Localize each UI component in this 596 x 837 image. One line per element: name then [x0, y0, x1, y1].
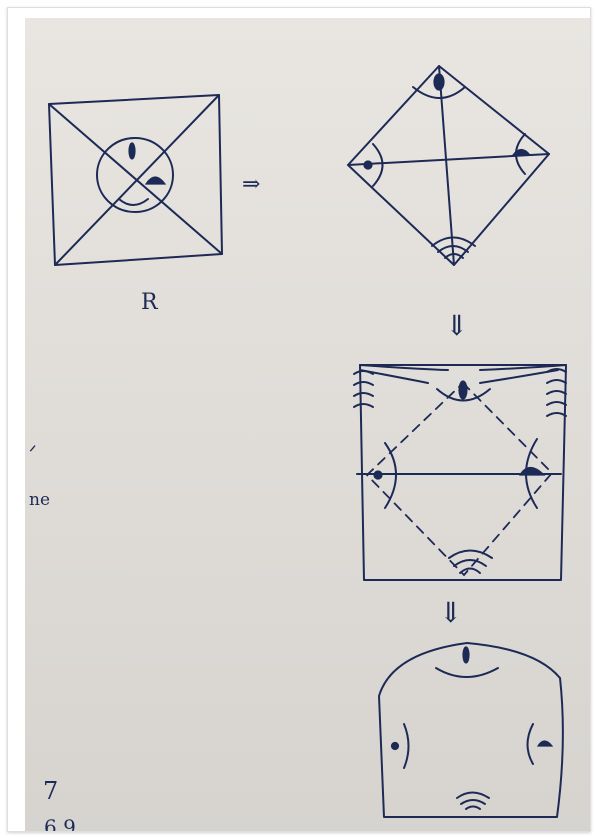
arrow-down-1: ⇓: [445, 309, 468, 342]
diamond-top-mark: [434, 74, 444, 90]
photo: R ⇒ ⇓: [7, 7, 591, 832]
final-bottom-arc-3: [466, 807, 480, 810]
final-left-mark: [392, 743, 399, 750]
diamond-left-mark: [364, 161, 372, 169]
right-mark: [520, 468, 544, 476]
top-mark: [459, 381, 467, 399]
final-right-mark: [538, 741, 552, 746]
transformed-square-sketch: [354, 365, 566, 580]
top-eye-mark: [129, 143, 135, 159]
final-top-mark: [463, 647, 469, 663]
smile-mark: [119, 199, 148, 205]
bottom-arc-3: [460, 569, 480, 574]
arrow-right: ⇒: [242, 172, 260, 197]
initial-square-sketch: [49, 95, 222, 265]
left-scribble: [354, 371, 373, 407]
left-arc: [385, 443, 396, 508]
bottom-arc-2: [454, 560, 486, 566]
label-r: R: [141, 290, 159, 315]
margin-note-4: 6.9: [44, 815, 76, 832]
final-top-arc: [436, 668, 498, 677]
final-bottom-arc-2: [461, 800, 485, 804]
margin-note-1: ᐟ: [29, 442, 37, 463]
final-left-arc: [404, 724, 409, 768]
final-right-arc: [528, 724, 534, 764]
square-diagonal-b: [55, 95, 219, 265]
dashed-diamond: [367, 383, 552, 575]
final-bottom-arc-1: [457, 793, 489, 799]
margin-note-3: 7: [43, 777, 58, 805]
diamond-sketch: [348, 66, 549, 265]
right-half-mark: [146, 177, 165, 184]
bottom-arc-1: [449, 551, 492, 559]
top-right-bump: [480, 370, 558, 383]
left-mark: [374, 471, 382, 479]
diamond-left-arc: [373, 144, 383, 186]
square-diagonal-a: [49, 104, 222, 254]
final-shape-sketch: [379, 643, 563, 817]
arrow-down-2: ⇓: [439, 596, 462, 629]
sketch-drawing: R ⇒ ⇓: [8, 8, 591, 832]
right-scribble: [547, 369, 566, 416]
diamond-bottom-arc-1: [432, 238, 475, 247]
margin-note-2: ne: [29, 490, 50, 510]
top-left-bump: [360, 370, 428, 383]
